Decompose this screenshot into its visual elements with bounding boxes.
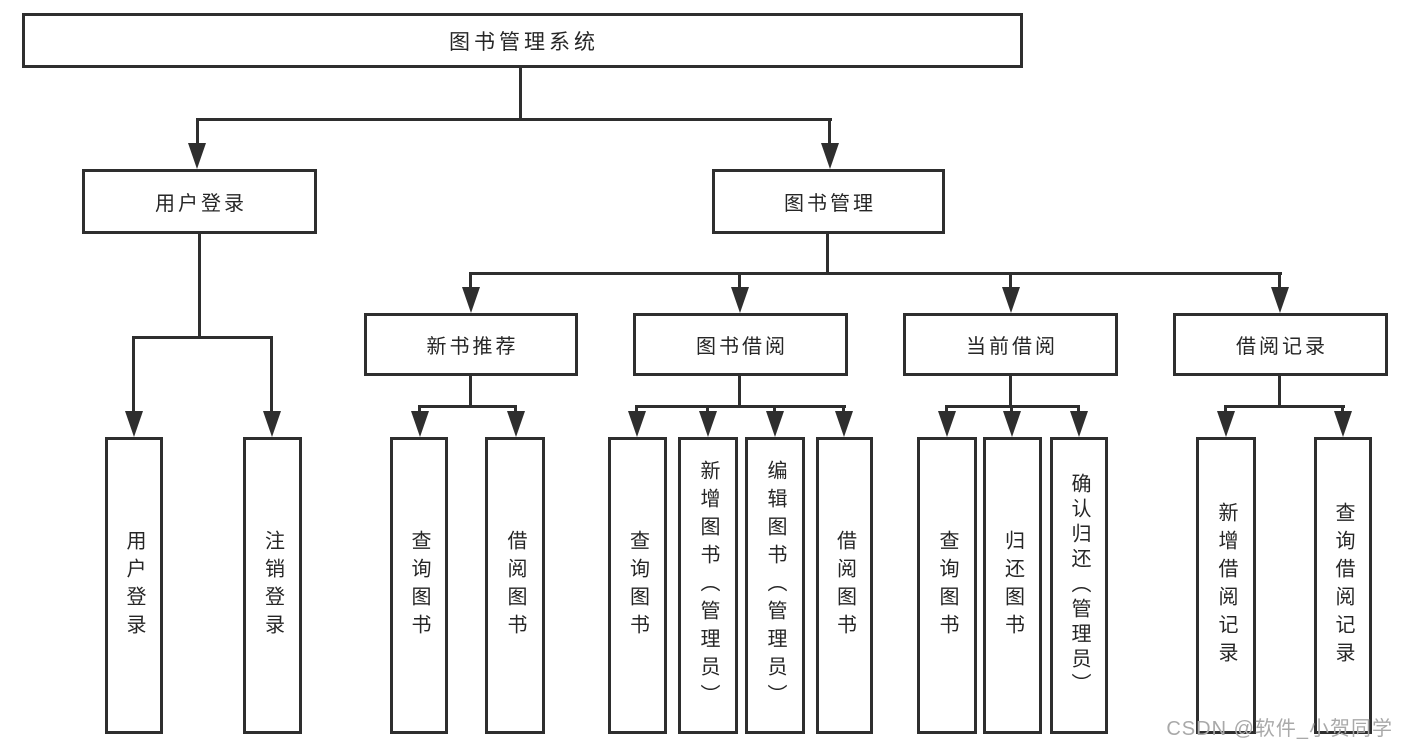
node-label: 借阅图书 bbox=[504, 529, 526, 642]
arrowhead-icon bbox=[411, 411, 429, 437]
node-label: 编辑图书（管理员） bbox=[764, 459, 786, 712]
node-borrow-records: 借阅记录 bbox=[1173, 313, 1388, 376]
node-leaf-add-borrow-record: 新增借阅记录 bbox=[1196, 437, 1256, 734]
arrowhead-icon bbox=[263, 411, 281, 437]
node-new-book-recommend: 新书推荐 bbox=[364, 313, 578, 376]
connector-line bbox=[196, 118, 832, 121]
connector-line bbox=[945, 405, 948, 413]
connector-line bbox=[418, 405, 517, 408]
node-label: 图书管理系统 bbox=[449, 30, 599, 54]
arrowhead-icon bbox=[1217, 411, 1235, 437]
connector-line bbox=[738, 272, 741, 289]
connector-line bbox=[1224, 405, 1227, 413]
node-leaf-search-borrow-record: 查询借阅记录 bbox=[1314, 437, 1372, 734]
arrowhead-icon bbox=[821, 143, 839, 169]
node-leaf-borrow-books-1: 借阅图书 bbox=[485, 437, 545, 734]
connector-line bbox=[469, 272, 1282, 275]
connector-line bbox=[635, 405, 638, 413]
node-label: 新书推荐 bbox=[426, 336, 519, 358]
connector-line bbox=[196, 118, 199, 145]
node-leaf-edit-books-admin: 编辑图书（管理员） bbox=[745, 437, 805, 734]
node-label: 用户登录 bbox=[155, 193, 247, 215]
node-leaf-search-books-3: 查询图书 bbox=[917, 437, 977, 734]
node-label: 新增借阅记录 bbox=[1215, 501, 1237, 670]
node-book-borrowing: 图书借阅 bbox=[633, 313, 848, 376]
node-label: 图书管理 bbox=[784, 193, 876, 215]
connector-line bbox=[198, 234, 201, 336]
connector-line bbox=[1278, 272, 1281, 289]
node-leaf-add-books-admin: 新增图书（管理员） bbox=[678, 437, 738, 734]
node-current-borrowing: 当前借阅 bbox=[903, 313, 1118, 376]
node-label: 查询图书 bbox=[936, 529, 958, 642]
arrowhead-icon bbox=[507, 411, 525, 437]
node-book-management: 图书管理 bbox=[712, 169, 945, 234]
node-label: 用户登录 bbox=[123, 529, 145, 642]
connector-line bbox=[706, 405, 709, 413]
connector-line bbox=[1077, 405, 1080, 413]
arrowhead-icon bbox=[1070, 411, 1088, 437]
connector-line bbox=[1010, 405, 1013, 413]
connector-line bbox=[514, 405, 517, 413]
arrowhead-icon bbox=[1003, 411, 1021, 437]
connector-line bbox=[1009, 376, 1012, 405]
arrowhead-icon bbox=[125, 411, 143, 437]
connector-line bbox=[1224, 405, 1345, 408]
connector-line bbox=[826, 234, 829, 272]
connector-line bbox=[469, 376, 472, 405]
arrowhead-icon bbox=[628, 411, 646, 437]
arrowhead-icon bbox=[766, 411, 784, 437]
connector-line bbox=[1341, 405, 1344, 413]
arrowhead-icon bbox=[731, 287, 749, 313]
connector-line bbox=[418, 405, 421, 413]
connector-line bbox=[635, 405, 846, 408]
node-label: 查询图书 bbox=[408, 529, 430, 642]
node-leaf-confirm-return-admin: 确认归还（管理员） bbox=[1050, 437, 1108, 734]
arrowhead-icon bbox=[1334, 411, 1352, 437]
node-label: 图书借阅 bbox=[696, 336, 788, 358]
arrowhead-icon bbox=[1271, 287, 1289, 313]
arrowhead-icon bbox=[462, 287, 480, 313]
node-leaf-borrow-books-2: 借阅图书 bbox=[816, 437, 873, 734]
node-label: 当前借阅 bbox=[966, 336, 1058, 358]
node-label: 借阅记录 bbox=[1236, 336, 1328, 358]
connector-line bbox=[738, 376, 741, 405]
connector-line bbox=[519, 68, 522, 118]
connector-line bbox=[773, 405, 776, 413]
arrowhead-icon bbox=[835, 411, 853, 437]
arrowhead-icon bbox=[188, 143, 206, 169]
connector-line bbox=[132, 336, 273, 339]
connector-line bbox=[828, 118, 831, 145]
node-label: 查询借阅记录 bbox=[1332, 501, 1354, 670]
connector-line bbox=[132, 336, 135, 413]
connector-line bbox=[1009, 272, 1012, 289]
node-leaf-logout: 注销登录 bbox=[243, 437, 302, 734]
node-label: 注销登录 bbox=[261, 529, 284, 642]
node-label: 归还图书 bbox=[1001, 529, 1024, 642]
node-label: 确认归还（管理员） bbox=[1068, 473, 1090, 698]
connector-line bbox=[842, 405, 845, 413]
arrowhead-icon bbox=[1002, 287, 1020, 313]
watermark: CSDN @软件_小贺同学 bbox=[1166, 718, 1393, 740]
node-leaf-user-login: 用户登录 bbox=[105, 437, 163, 734]
node-user-login: 用户登录 bbox=[82, 169, 317, 234]
connector-line bbox=[469, 272, 472, 289]
node-leaf-search-books-2: 查询图书 bbox=[608, 437, 667, 734]
connector-line bbox=[270, 336, 273, 413]
node-label: 新增图书（管理员） bbox=[697, 459, 719, 712]
node-label: 查询图书 bbox=[626, 529, 649, 642]
arrowhead-icon bbox=[938, 411, 956, 437]
node-leaf-search-books-1: 查询图书 bbox=[390, 437, 448, 734]
arrowhead-icon bbox=[699, 411, 717, 437]
node-leaf-return-books: 归还图书 bbox=[983, 437, 1042, 734]
node-library-system: 图书管理系统 bbox=[22, 13, 1023, 68]
node-label: 借阅图书 bbox=[833, 529, 856, 642]
connector-line bbox=[1278, 376, 1281, 405]
